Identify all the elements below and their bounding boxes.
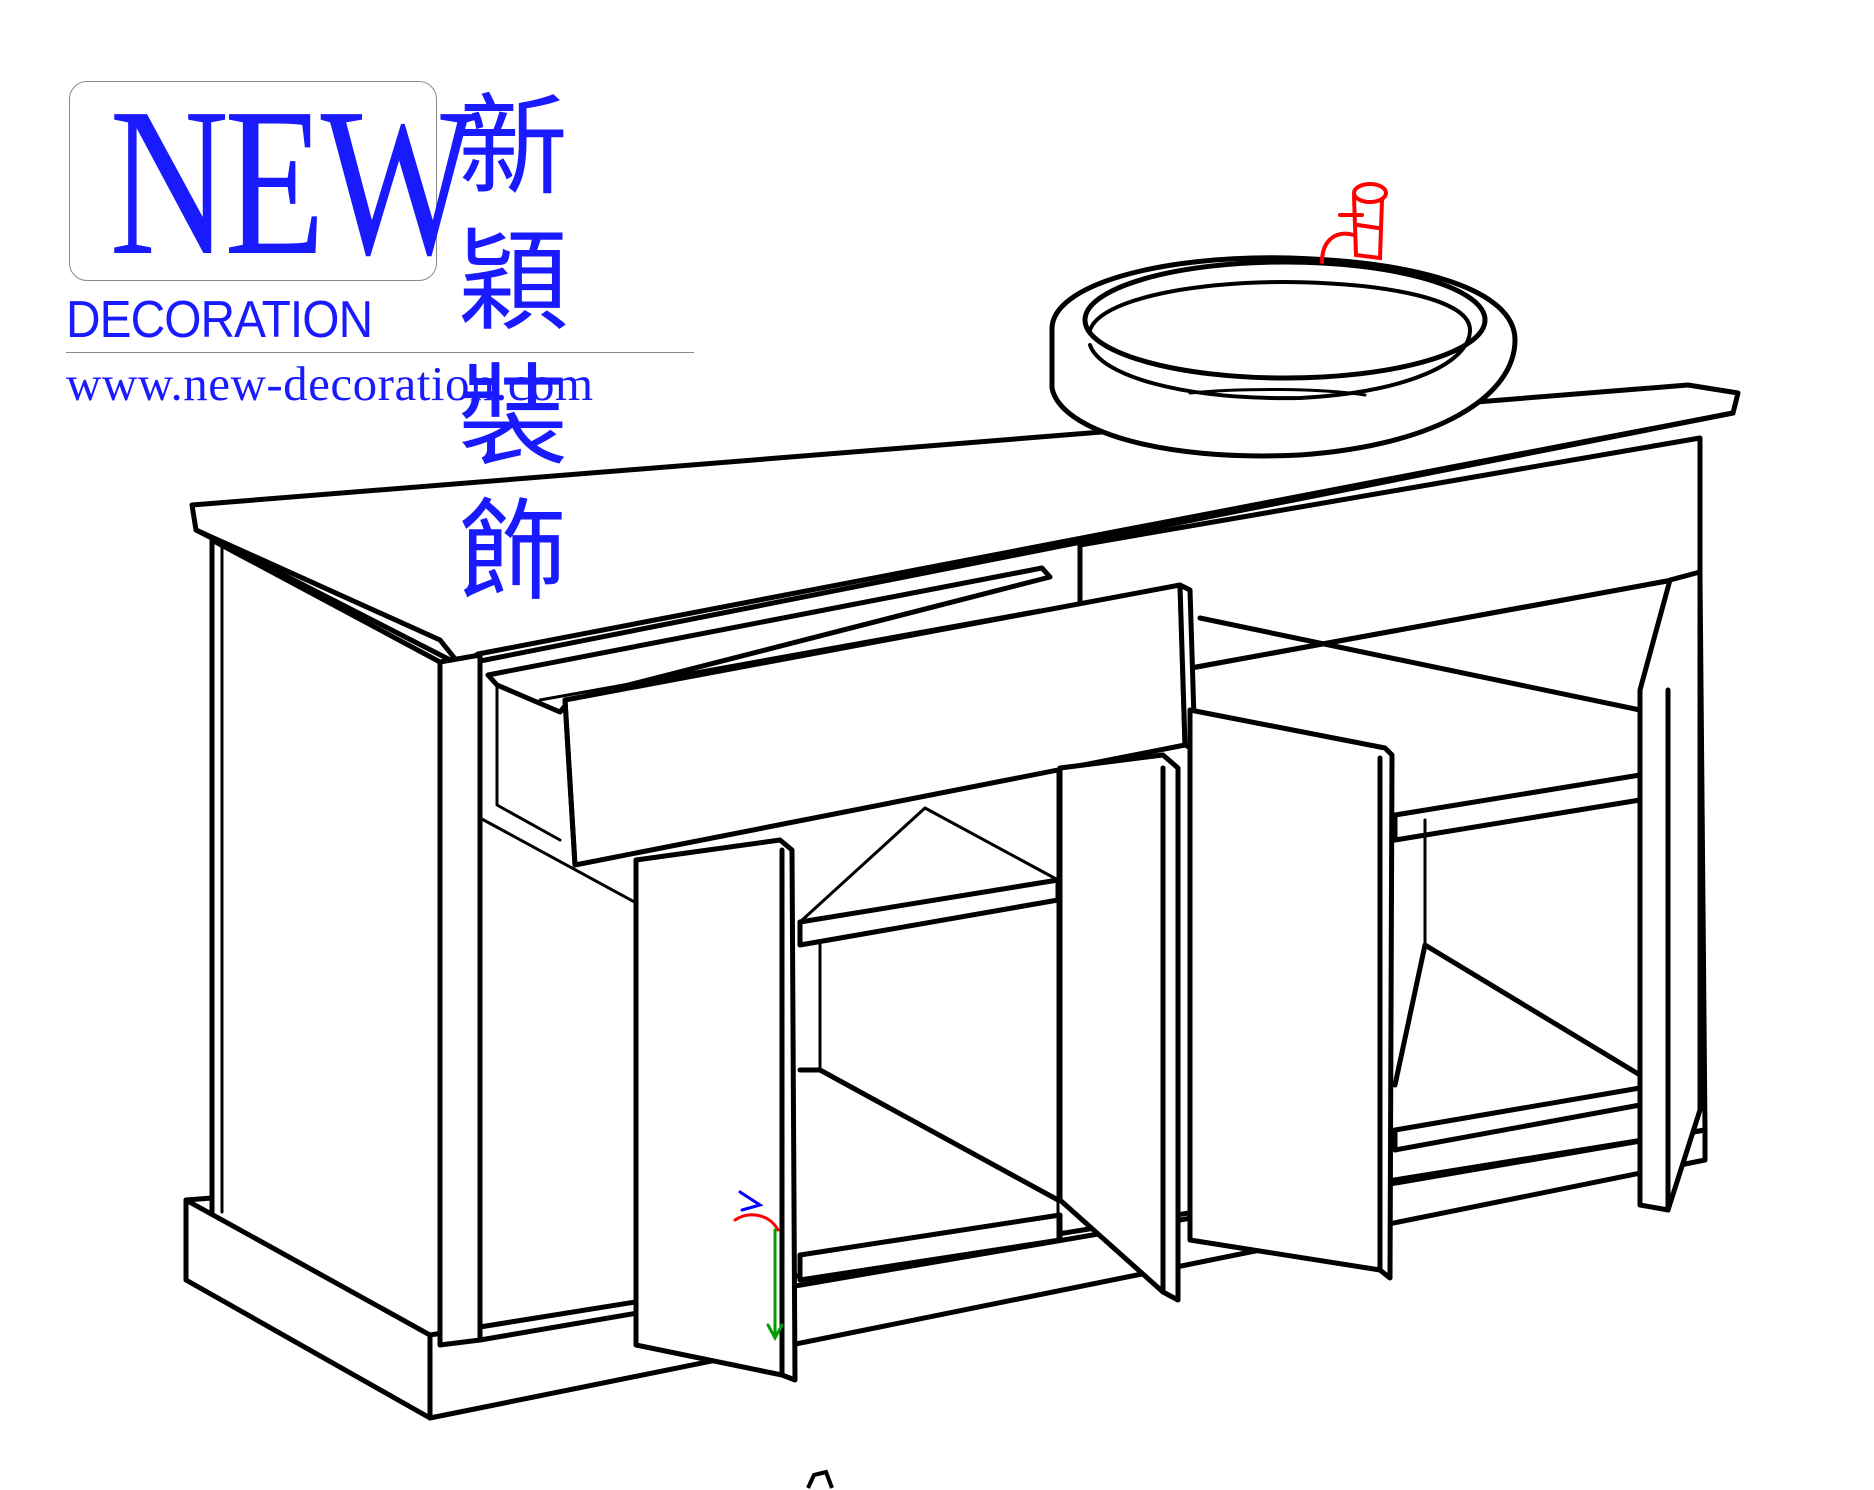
logo-chinese-name: 新穎 裝飾	[458, 80, 698, 616]
faucet[interactable]	[1320, 182, 1388, 264]
middle-compartment	[797, 768, 1063, 1283]
website-link[interactable]: www.new-decoration.com	[66, 356, 594, 411]
door-left-outer[interactable]	[633, 837, 798, 1383]
logo-chinese-line1: 新穎	[458, 83, 582, 346]
logo-divider	[66, 352, 694, 353]
axis-gizmo	[733, 1190, 784, 1342]
drawing-fragment	[806, 1469, 834, 1489]
door-left-inner[interactable]	[1057, 752, 1181, 1303]
door-right-inner[interactable]	[1187, 707, 1395, 1281]
logo-wordmark: DECORATION	[66, 291, 373, 349]
vessel-sink[interactable]	[1049, 255, 1518, 459]
door-right-outer[interactable]	[1637, 569, 1703, 1213]
left-side-panel	[209, 537, 443, 1348]
logo-frame	[69, 81, 437, 281]
logo-chinese-line2: 裝飾	[458, 353, 582, 616]
logo-mark: NEW	[109, 64, 476, 299]
